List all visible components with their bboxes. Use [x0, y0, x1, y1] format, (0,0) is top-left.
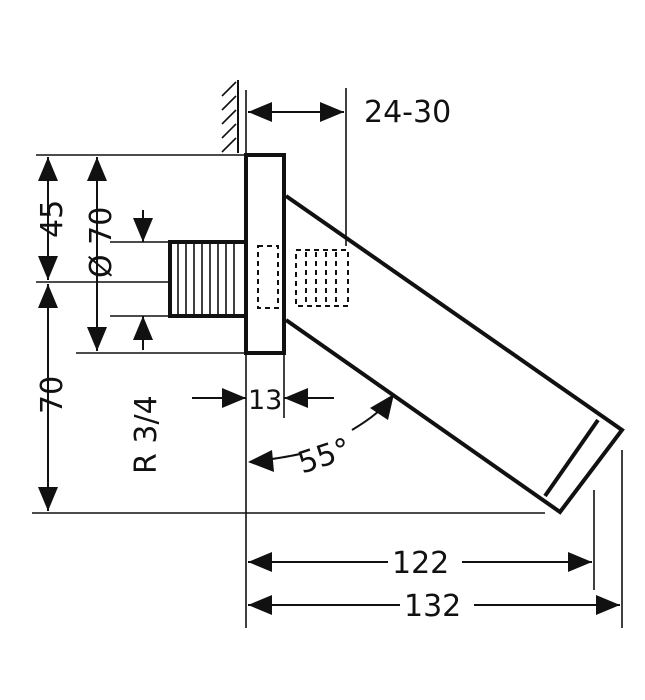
dim-diameter [87, 157, 107, 351]
dim-length-total [248, 595, 620, 615]
hidden-thread [257, 245, 349, 309]
label-angle: 55° [294, 432, 355, 482]
label-length-total: 132 [404, 589, 461, 624]
dim-lower-height [38, 284, 58, 511]
label-length-inner: 122 [392, 546, 449, 581]
label-wall-projection: 24-30 [364, 95, 451, 130]
dim-angle [248, 394, 394, 472]
dim-length-inner [248, 552, 592, 572]
dim-upper-height [38, 157, 58, 280]
extension-lines [32, 88, 623, 628]
label-diameter: Ø 70 [84, 207, 119, 278]
dim-flange-thickness [192, 388, 334, 408]
label-upper-height: 45 [35, 200, 70, 238]
dim-wall-projection [248, 102, 344, 122]
label-flange-thickness: 13 [248, 385, 282, 416]
wall [221, 80, 239, 153]
label-thread: R 3/4 [129, 395, 164, 474]
thread-connector [168, 240, 248, 318]
dim-thread [133, 210, 153, 350]
label-lower-height: 70 [35, 376, 70, 414]
spout [284, 194, 625, 515]
